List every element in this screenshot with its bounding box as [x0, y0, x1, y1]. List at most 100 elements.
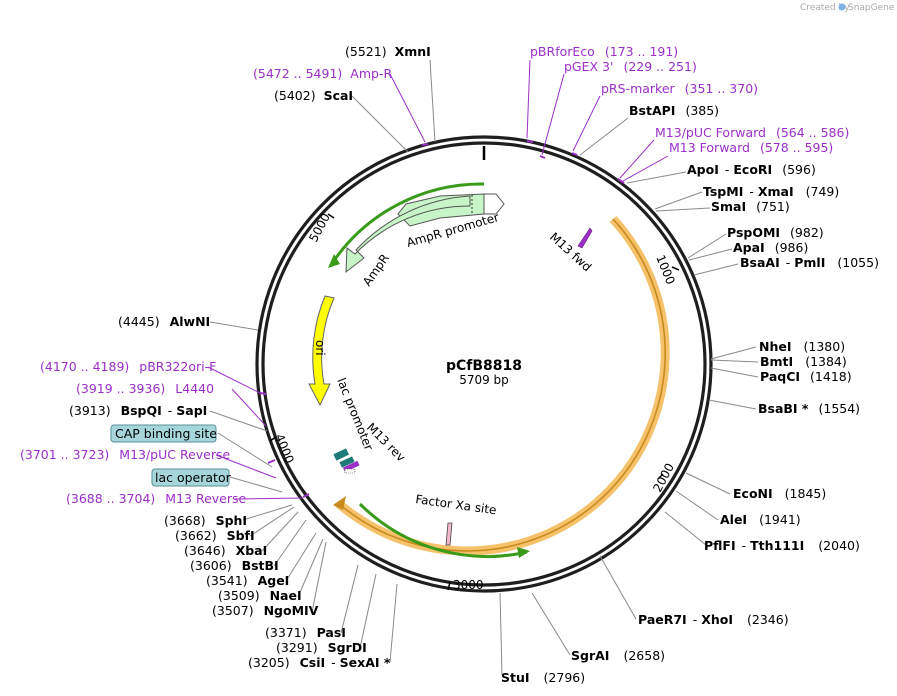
- leader-xmni: [429, 59, 436, 143]
- site-bmti: BmtI(1384): [760, 354, 847, 369]
- site-scai: (5402)ScaI: [274, 88, 353, 103]
- site-apai: ApaI(986): [733, 240, 808, 255]
- site-bsabi: BsaBI *(1554): [758, 401, 860, 416]
- leader-m13puc-fwd: [619, 139, 655, 179]
- site-bsaai-pmli: BsaAI-PmlI(1055): [740, 255, 879, 270]
- tick-1000-mark: [671, 266, 680, 271]
- leader-l4440: [231, 388, 267, 427]
- leader-sgrai: [531, 592, 571, 656]
- tick-5000-mark: [327, 213, 335, 219]
- site-xmni: (5521)XmnI: [345, 44, 431, 59]
- primer-m13-forward: M13 Forward(578 .. 595): [669, 140, 833, 155]
- site-sbfi: (3662)SbfI: [175, 528, 255, 543]
- leader-apai: [688, 248, 733, 261]
- primer-amp-r: (5472 .. 5491)Amp-R: [253, 66, 392, 81]
- lac-features-cluster: [333, 448, 360, 474]
- tick-3000-mark: [447, 581, 451, 591]
- primer-pbrforeco: pBRforEco(173 .. 191): [530, 44, 678, 59]
- green-arc-top: [331, 182, 485, 263]
- leader-sgrdi: [359, 573, 377, 649]
- primer-pgex3: pGEX 3'(229 .. 251): [564, 59, 697, 74]
- factor-xa-label: Factor Xa site: [415, 492, 498, 517]
- leader-alei: [675, 490, 719, 521]
- site-ngomiv: (3507)NgoMIV: [212, 603, 319, 618]
- backbone: [255, 135, 713, 593]
- svg-text:CAP binding site: CAP binding site: [115, 426, 217, 441]
- site-xbai: (3646)XbaI: [184, 543, 267, 558]
- ori-label: ori: [313, 340, 327, 356]
- tick-3000: 3000: [453, 578, 484, 592]
- site-bstbi: (3606)BstBI: [190, 558, 279, 573]
- tick-1000: 1000: [653, 253, 677, 287]
- leader-bspqi-sapi: [209, 410, 268, 432]
- leader-nhei: [710, 346, 757, 360]
- primer-marks: [259, 140, 625, 498]
- site-alwni: (4445)AlwNI: [118, 314, 210, 329]
- leader-paer7i-xhoi: [599, 555, 637, 620]
- site-sphi: (3668)SphI: [164, 513, 247, 528]
- leader-bsaai-pmli: [693, 263, 739, 276]
- primer-m13-reverse: (3688 .. 3704)M13 Reverse: [66, 491, 246, 506]
- site-pasi: (3371)PasI: [265, 625, 346, 640]
- site-agei: (3541)AgeI: [206, 573, 289, 588]
- site-alei: AleI(1941): [720, 512, 801, 527]
- leader-bstbi: [273, 519, 307, 567]
- site-smai: SmaI(751): [711, 199, 790, 214]
- primer-prs-marker: pRS-marker(351 .. 370): [601, 81, 758, 96]
- leader-prs-marker: [572, 95, 601, 152]
- leader-agei: [285, 532, 317, 582]
- leader-m13-forward: [622, 155, 669, 182]
- leader-cap: [217, 432, 273, 468]
- site-sgrai: SgrAI(2658): [571, 648, 665, 663]
- site-stui: StuI(2796): [501, 670, 585, 685]
- green-arc-bottom: [358, 502, 528, 558]
- leader-xbai: [261, 511, 299, 552]
- leader-paqci: [710, 367, 759, 378]
- orange-arrow-head: [333, 496, 346, 510]
- credit-prefix: Created by: [800, 3, 850, 13]
- leader-bsabi: [708, 399, 757, 410]
- site-bstapi: BstAPI(385): [629, 103, 719, 118]
- ampr-label: AmpR: [360, 251, 392, 288]
- leader-ngomiv: [311, 541, 327, 613]
- site-pflfi-tth: PflFI-Tth111I(2040): [704, 538, 860, 553]
- site-sgrdi: (3291)SgrDI: [276, 640, 367, 655]
- leader-econi: [685, 472, 731, 495]
- feature-cap-binding-site: CAP binding site: [110, 424, 217, 443]
- site-paer7i-xhoi: PaeR7I-XhoI(2346): [638, 612, 789, 627]
- leader-apoi-ecori: [626, 171, 687, 184]
- leader-alwni: [209, 321, 259, 331]
- leader-lac-operator: [229, 476, 283, 493]
- leader-scai: [351, 95, 409, 153]
- primer-m13puc-fwd: M13/pUC Forward(564 .. 586): [655, 125, 849, 140]
- leader-tspmi-xmai: [654, 191, 703, 210]
- credit-brand: SnapGene: [848, 3, 895, 13]
- tick-4000: 4000: [272, 432, 296, 466]
- site-pspomi: PspOMI(982): [727, 225, 824, 240]
- leader-pflfi-tth: [664, 511, 707, 546]
- leader-pasi: [340, 564, 359, 634]
- site-bspqi-sapi: (3913)BspQI-SapI: [69, 403, 207, 418]
- primer-m13puc-rev: (3701 .. 3723)M13/pUC Reverse: [20, 447, 231, 462]
- primer-pbr322ori-f: (4170 .. 4189)pBR322ori-F: [40, 359, 216, 374]
- site-nhei: NheI(1380): [759, 339, 845, 354]
- leader-csii-sexai: [389, 583, 398, 663]
- site-naei: (3509)NaeI: [218, 588, 302, 603]
- leader-bmti: [710, 359, 759, 363]
- leader-m13-reverse: [233, 497, 303, 500]
- tick-4000-mark: [269, 436, 277, 442]
- feature-lac-operator: lac operator: [151, 468, 232, 487]
- svg-text:lac operator: lac operator: [155, 470, 232, 485]
- site-apoi-ecori: ApoI-EcoRI(596): [687, 162, 816, 177]
- factor-xa-marker: [445, 522, 453, 546]
- site-paqci: PaqCI(1418): [760, 369, 852, 384]
- leader-naei: [297, 538, 324, 598]
- leader-sphi: [242, 504, 293, 521]
- leader-m13puc-rev: [215, 454, 277, 479]
- leader-smai: [655, 207, 711, 212]
- tick-2000-mark: [657, 473, 664, 480]
- leader-pbrforeco: [526, 59, 531, 139]
- ori-feature: [308, 295, 335, 407]
- ampr-feature: [345, 195, 471, 274]
